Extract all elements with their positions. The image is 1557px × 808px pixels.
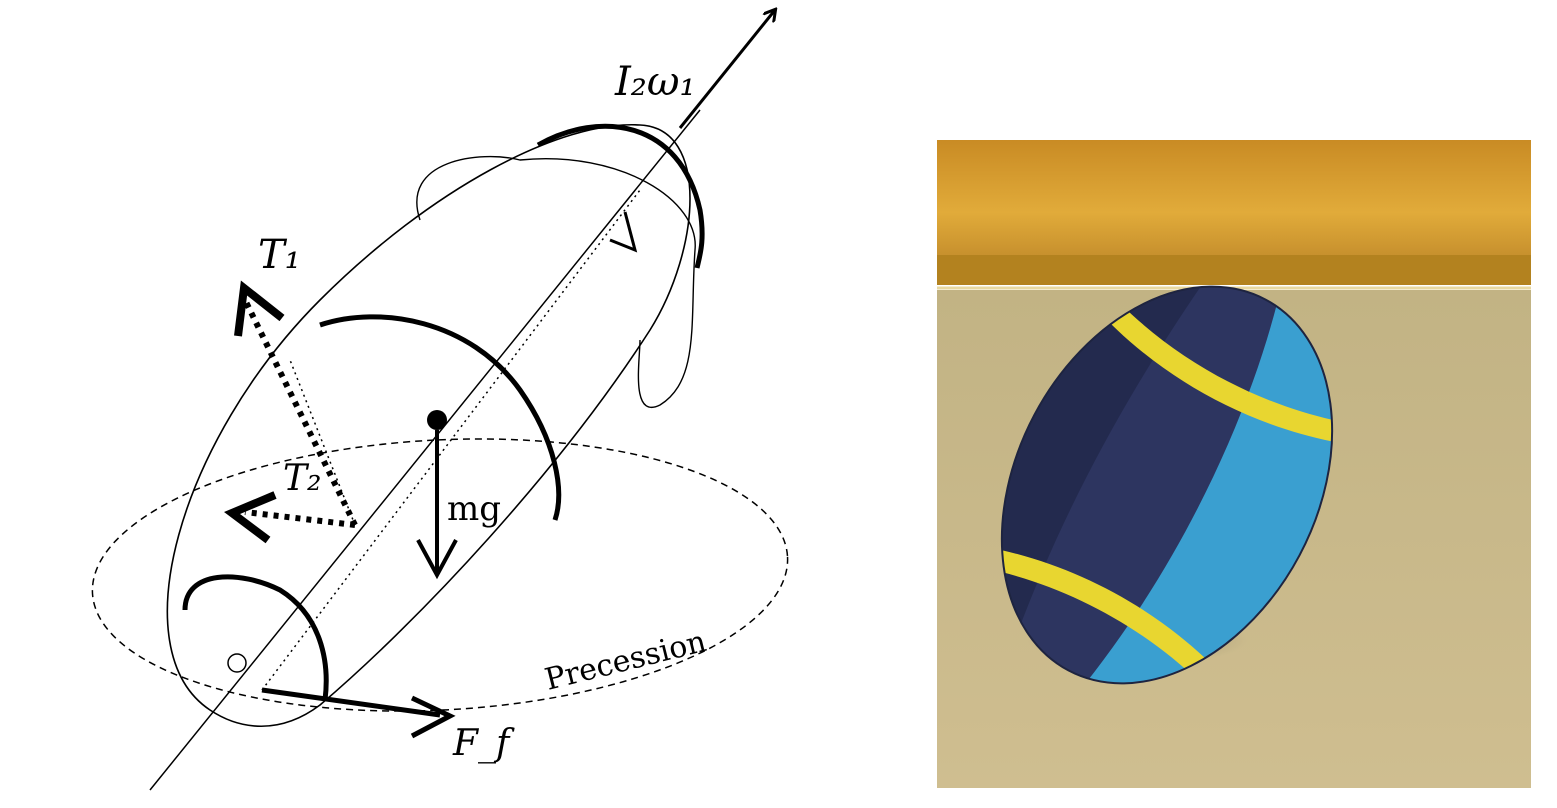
friction-arrow bbox=[261, 687, 441, 718]
spin-ring-bottom bbox=[182, 574, 329, 701]
torque-1-label: T₁ bbox=[258, 232, 301, 278]
spin-direction-arrow bbox=[609, 211, 638, 253]
spin-ring-middle bbox=[319, 314, 562, 521]
angular-momentum-label: I₂ω₁ bbox=[614, 59, 696, 105]
torque-2-label: T₂ bbox=[283, 458, 321, 499]
precession-diagram: I₂ω₁ T₁ T₂ mg F_f Precession bbox=[91, 0, 789, 791]
torque-2-arrow bbox=[244, 509, 356, 528]
table-edge bbox=[937, 255, 1531, 285]
precession-label: Precession bbox=[541, 624, 709, 698]
contact-point bbox=[227, 653, 247, 673]
torque-2-arrow-head bbox=[224, 491, 277, 544]
ellipsoid-outline bbox=[166, 124, 691, 728]
friction-label: F_f bbox=[452, 723, 515, 764]
spinning-football-photo bbox=[937, 140, 1531, 788]
torque-1-arrow bbox=[242, 298, 358, 527]
angular-momentum-arrow bbox=[678, 10, 775, 129]
weight-arrow-head bbox=[416, 539, 458, 580]
center-of-mass bbox=[427, 410, 447, 430]
torque-1-arrow-head bbox=[234, 280, 285, 337]
spin-ring-top bbox=[536, 123, 705, 269]
precession-ellipse bbox=[91, 438, 789, 712]
friction-arrow-head bbox=[410, 695, 456, 739]
spin-axis bbox=[149, 109, 701, 791]
top-loop bbox=[416, 155, 696, 409]
weight-label: mg bbox=[447, 489, 501, 529]
inner-axis-dotted bbox=[261, 189, 641, 691]
